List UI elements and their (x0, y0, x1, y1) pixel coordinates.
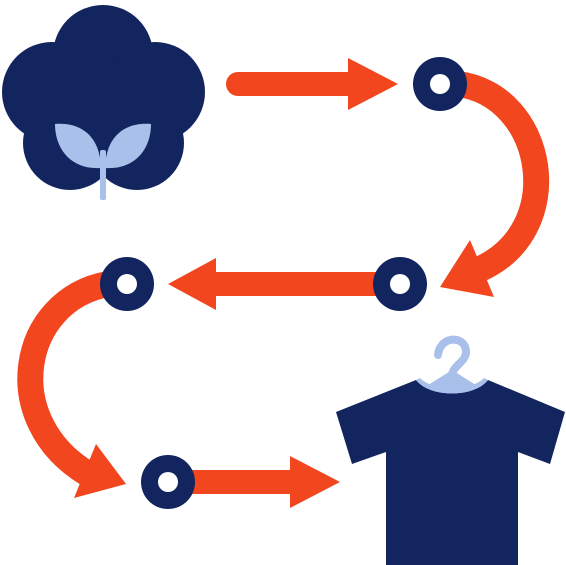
t-shirt-body (336, 380, 565, 565)
node-2 (373, 257, 427, 311)
node-4 (141, 455, 195, 509)
curve-arrow-head (74, 444, 126, 498)
arrow-to-node-3 (168, 258, 380, 310)
cotton-flower-icon (2, 5, 205, 200)
curve-arrow-left (17, 271, 126, 498)
curve-shaft (17, 271, 111, 486)
cotton-stem (100, 150, 106, 200)
cotton-leaf-left (55, 123, 101, 169)
t-shirt-collar (416, 378, 488, 394)
arrow-head (290, 456, 340, 508)
arrow-to-shirt (180, 456, 340, 508)
curve-arrow-right (440, 71, 550, 297)
node-1 (413, 57, 467, 111)
arrow-to-node-1 (226, 58, 398, 110)
curve-arrow-head (440, 240, 494, 297)
arrow-head (348, 58, 398, 110)
node-3 (100, 257, 154, 311)
curve-shaft (455, 71, 550, 282)
cotton-leaf-right (105, 123, 151, 169)
arrow-head (168, 258, 216, 310)
cotton-core (58, 60, 148, 150)
t-shirt-on-hanger-icon (336, 335, 565, 565)
